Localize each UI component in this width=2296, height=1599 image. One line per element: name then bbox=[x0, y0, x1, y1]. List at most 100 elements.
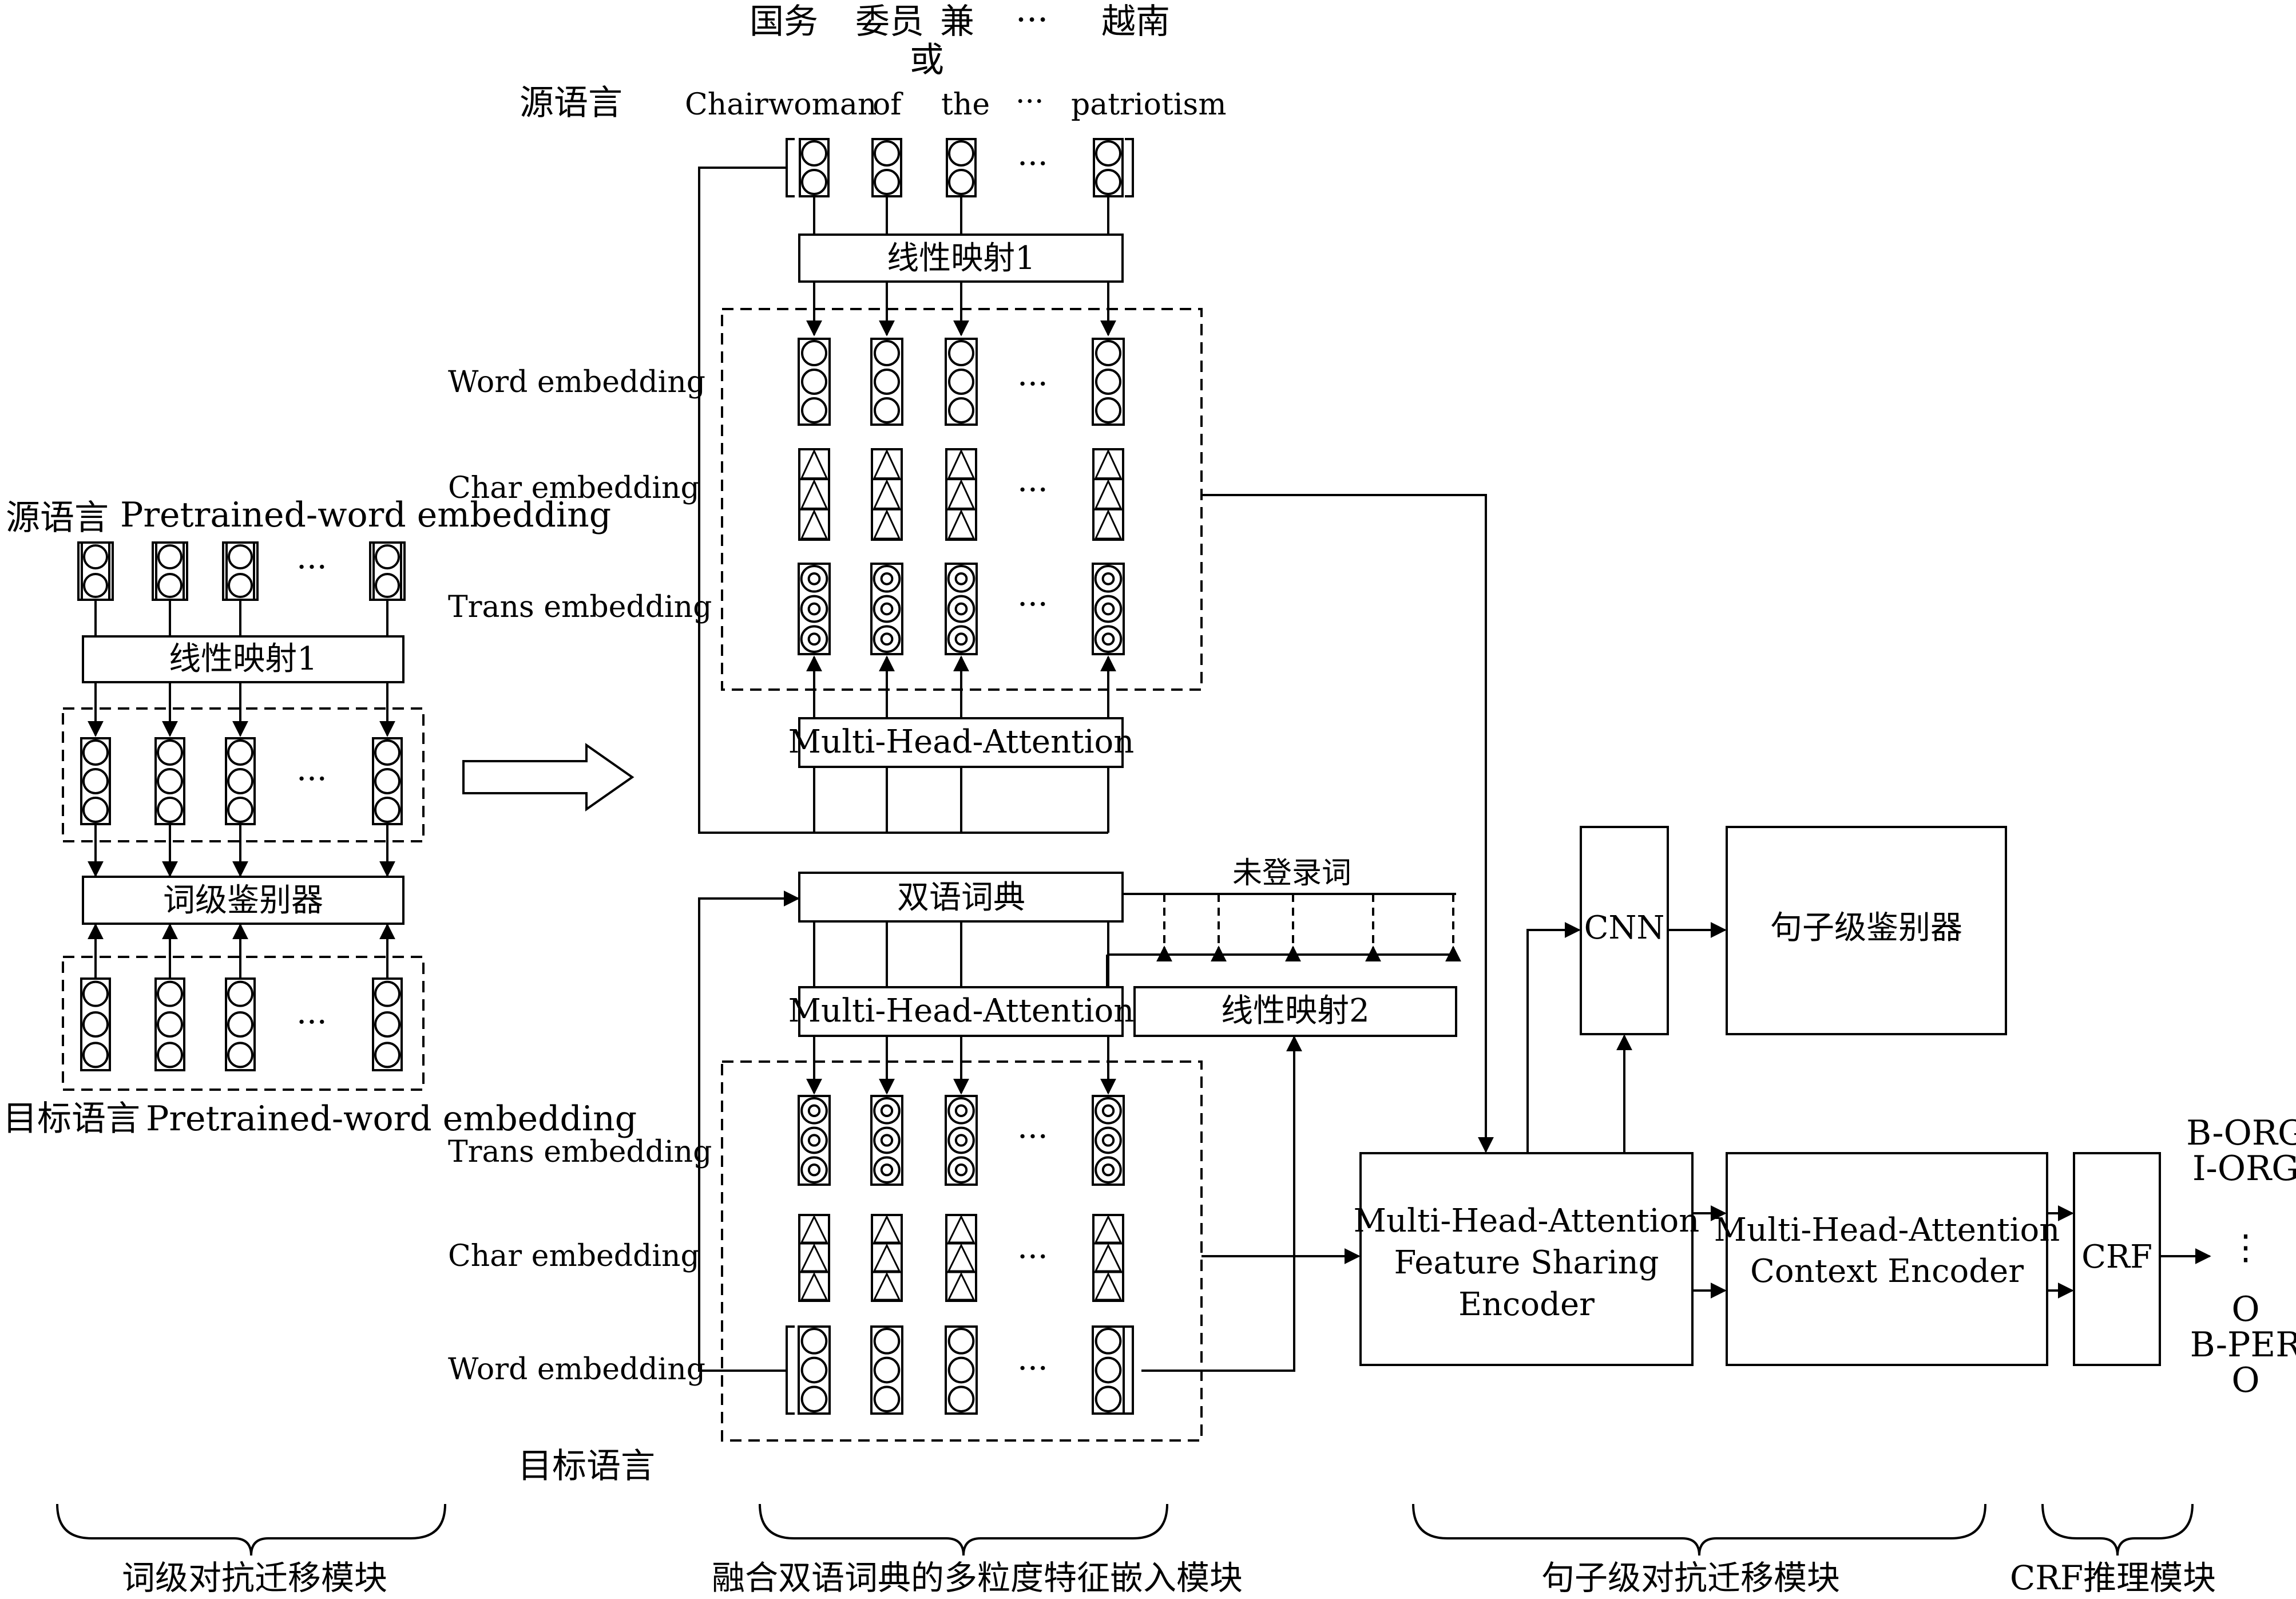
cnn-box bbox=[1580, 826, 1669, 1035]
triangle-cell-icon bbox=[873, 1214, 901, 1244]
circle-cell-icon bbox=[157, 1011, 183, 1038]
circle-cell-icon bbox=[228, 573, 253, 598]
ring-inner-icon bbox=[954, 632, 968, 646]
triangle-cell-icon bbox=[873, 479, 901, 509]
triangle-cell-icon bbox=[800, 509, 828, 540]
circle-cell-icon bbox=[83, 573, 108, 598]
fse-line-1: Multi-Head-Attention bbox=[1354, 1202, 1700, 1240]
circle-cell-icon bbox=[157, 544, 183, 569]
circle-cell-icon bbox=[157, 573, 183, 598]
ring-inner-icon bbox=[954, 572, 968, 585]
circle-cell-icon bbox=[800, 1356, 828, 1384]
module-caption-4: CRF推理模块 bbox=[2010, 1558, 2216, 1597]
triangle-cell-icon bbox=[1094, 449, 1123, 480]
output-tag-4: B-PER bbox=[2190, 1325, 2296, 1365]
mg-trans-embedding-label: Trans embedding bbox=[448, 590, 712, 624]
ring-inner-icon bbox=[880, 1163, 894, 1177]
ring-inner-icon bbox=[880, 602, 894, 616]
mg-upper-embeddings: ··· ··· ··· bbox=[798, 338, 1125, 655]
mg-ellipsis-src: ··· bbox=[1017, 145, 1048, 183]
mg-source-label: 源语言 bbox=[520, 83, 622, 123]
triangle-cell-icon bbox=[800, 1214, 828, 1244]
circle-cell-icon bbox=[874, 369, 900, 395]
circle-cell-icon bbox=[227, 1042, 253, 1068]
ring-inner-icon bbox=[880, 572, 894, 585]
triangle-cell-icon bbox=[873, 1243, 901, 1272]
output-tag-1: B-ORG bbox=[2186, 1113, 2296, 1153]
circle-cell-icon bbox=[1095, 1356, 1122, 1384]
circle-cell-icon bbox=[374, 739, 400, 766]
circle-cell-icon bbox=[1095, 1386, 1122, 1413]
bracket-icon bbox=[77, 541, 86, 601]
bracket-icon bbox=[179, 541, 188, 601]
circle-cell-icon bbox=[227, 980, 253, 1007]
mg-ellipsis-word: ··· bbox=[1017, 366, 1048, 403]
circle-cell-icon bbox=[948, 340, 974, 366]
crf-box bbox=[2073, 1152, 2161, 1366]
circle-cell-icon bbox=[800, 1328, 828, 1355]
circle-cell-icon bbox=[874, 169, 900, 195]
ring-inner-icon bbox=[807, 572, 821, 585]
module-caption-2: 融合双语词典的多粒度特征嵌入模块 bbox=[712, 1558, 1243, 1597]
ring-inner-icon bbox=[880, 1104, 894, 1118]
mg-linear-map-2-label: 线性映射2 bbox=[1221, 992, 1370, 1030]
circle-cell-icon bbox=[800, 1386, 828, 1413]
circle-cell-icon bbox=[82, 1011, 109, 1038]
triangle-cell-icon bbox=[800, 479, 828, 509]
output-tag-2: I-ORG bbox=[2192, 1149, 2296, 1189]
circle-cell-icon bbox=[375, 544, 400, 569]
ce-line-2: Context Encoder bbox=[1750, 1253, 2024, 1290]
circle-cell-icon bbox=[227, 768, 253, 794]
mg-src-word-2: of bbox=[873, 88, 903, 122]
mg-linear-map-1-box bbox=[798, 233, 1124, 283]
triangle-cell-icon bbox=[1094, 509, 1123, 540]
circle-cell-icon bbox=[873, 1356, 901, 1384]
fse-line-2: Feature Sharing bbox=[1394, 1244, 1659, 1281]
circle-cell-icon bbox=[1095, 340, 1121, 366]
ring-inner-icon bbox=[1101, 1134, 1115, 1147]
mg-char-embedding-b-label: Char embedding bbox=[448, 1239, 700, 1273]
circle-cell-icon bbox=[375, 573, 400, 598]
fse-line-3: Encoder bbox=[1458, 1286, 1595, 1323]
ring-inner-icon bbox=[1101, 572, 1115, 585]
bracket-icon bbox=[396, 541, 406, 601]
mg-ellipsis-trans-b: ··· bbox=[1017, 1118, 1048, 1155]
ring-inner-icon bbox=[954, 1163, 968, 1177]
ring-inner-icon bbox=[807, 1134, 821, 1147]
bracket-icon bbox=[222, 541, 231, 601]
wl-ellipsis-tgt: ··· bbox=[296, 1004, 327, 1041]
mg-ellipsis-trans: ··· bbox=[1017, 586, 1048, 623]
circle-cell-icon bbox=[948, 397, 974, 424]
wl-linear-map-box bbox=[82, 635, 405, 683]
sl-connectors bbox=[1526, 922, 2211, 1299]
triangle-cell-icon bbox=[947, 1272, 975, 1301]
ring-inner-icon bbox=[954, 602, 968, 616]
sentence-discriminator-label: 句子级鉴别器 bbox=[1770, 909, 1962, 947]
circle-cell-icon bbox=[157, 980, 183, 1007]
word-level-module: 源语言 Pretrained-word embedding ··· 线性映射1 … bbox=[3, 495, 637, 1139]
mg-linear-map-1-label: 线性映射1 bbox=[887, 240, 1036, 277]
triangle-cell-icon bbox=[947, 1243, 975, 1272]
mg-ellipsis-char: ··· bbox=[1017, 472, 1048, 509]
triangle-cell-icon bbox=[1094, 1243, 1123, 1272]
wl-mapped-group bbox=[62, 707, 425, 842]
curly-brace-icon bbox=[759, 1503, 1168, 1556]
circle-cell-icon bbox=[82, 1042, 109, 1068]
ring-inner-icon bbox=[807, 1163, 821, 1177]
mg-lower-embeddings: ········· bbox=[786, 1095, 1134, 1415]
bracket-icon bbox=[786, 138, 795, 197]
mg-word-embedding-label: Word embedding bbox=[448, 365, 705, 399]
circle-cell-icon bbox=[801, 140, 827, 167]
triangle-cell-icon bbox=[1094, 1214, 1123, 1244]
wl-target-vectors: ··· bbox=[80, 977, 403, 1071]
circle-cell-icon bbox=[374, 768, 400, 794]
wl-ellipsis-src: ··· bbox=[296, 549, 327, 586]
sentence-discriminator-box bbox=[1726, 826, 2007, 1035]
sentence-level-module: CNN 句子级鉴别器 Multi-Head-Attention Feature … bbox=[1354, 826, 2296, 1400]
circle-cell-icon bbox=[874, 397, 900, 424]
bracket-icon bbox=[105, 541, 114, 601]
circle-cell-icon bbox=[82, 739, 109, 766]
circle-cell-icon bbox=[948, 369, 974, 395]
context-encoder-box bbox=[1726, 1152, 2048, 1366]
wl-target-label: 目标语言 bbox=[3, 1099, 140, 1139]
